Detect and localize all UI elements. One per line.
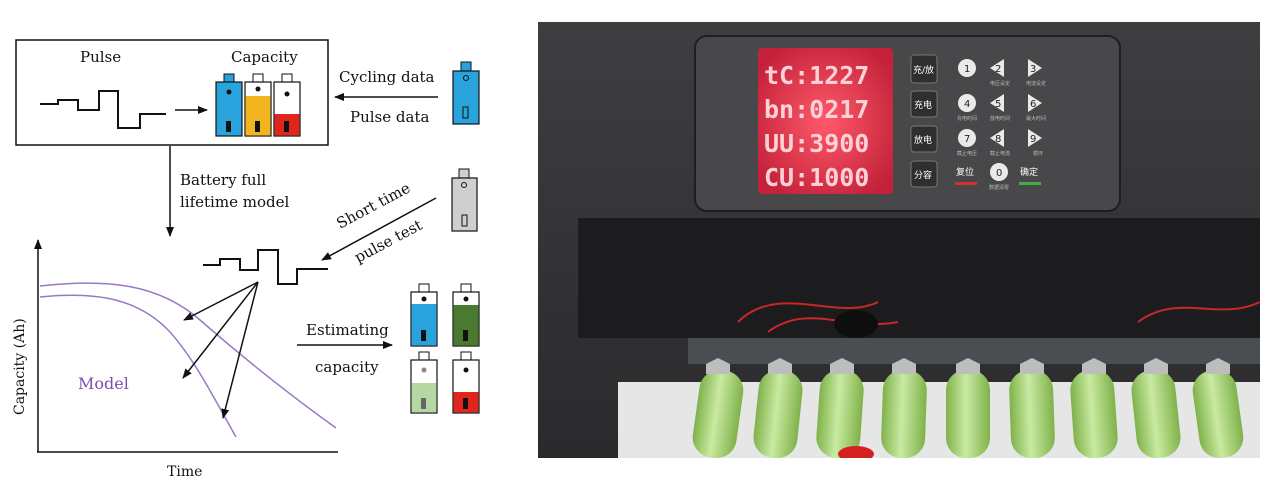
estimate-arrow-2	[183, 282, 258, 378]
capacity-word-label: capacity	[315, 358, 379, 376]
y-axis-label: Capacity (Ah)	[12, 318, 28, 415]
battery-yellow-half	[245, 74, 271, 136]
key-5-label: 5	[995, 99, 1001, 110]
discharge-button-label: 放电	[914, 134, 932, 146]
battery-blue-full	[216, 74, 242, 136]
lifetime-model-line1: Battery full	[180, 171, 266, 189]
cell-clamps	[706, 358, 1230, 374]
key-4-caption: 充电时间	[957, 115, 977, 122]
display-row-3: UU:3900	[764, 129, 869, 158]
test-battery-gray	[452, 169, 477, 231]
key-2-label: 2	[995, 64, 1001, 75]
estimating-label: Estimating	[306, 321, 389, 339]
model-curve-lower	[40, 295, 236, 437]
confirm-button[interactable]	[1019, 182, 1041, 185]
key-2-caption: 电压设定	[990, 80, 1010, 87]
pulse-data-label: Pulse data	[350, 108, 429, 126]
key-6-caption: 最大时间	[1026, 115, 1046, 122]
battery-cells	[690, 367, 1246, 458]
tester-illustration: tC:1227 bn:0217 UU:3900 CU:1000 充/放 充电 放…	[538, 22, 1260, 458]
pulse-waveform	[40, 91, 166, 128]
model-label: Model	[78, 374, 129, 393]
estimated-battery-dark-green	[453, 284, 479, 346]
lifetime-model-line2: lifetime model	[180, 193, 289, 211]
estimated-battery-light-green	[411, 352, 437, 413]
pulse-label: Pulse	[80, 48, 121, 66]
cycling-data-label: Cycling data	[339, 68, 435, 86]
battery-lifetime-diagram: Pulse Capacity Cycling data Pulse data B…	[0, 0, 535, 486]
confirm-label: 确定	[1020, 166, 1038, 178]
estimated-battery-blue	[411, 284, 437, 346]
capacity-grading-label: 分容	[914, 169, 932, 181]
key-7-label: 7	[964, 134, 970, 145]
estimate-arrow-1	[184, 282, 258, 320]
key-8-caption: 截止电流	[990, 150, 1010, 157]
charge-discharge-label: 充/放	[913, 64, 934, 76]
key-3-label: 3	[1030, 64, 1036, 75]
battery-red-low	[274, 74, 300, 136]
charge-button-label: 充电	[914, 99, 932, 111]
x-axis-label: Time	[167, 464, 202, 480]
key-1-label: 1	[964, 64, 970, 75]
key-7-caption: 截止电压	[957, 150, 977, 157]
tray-rail	[688, 338, 1260, 364]
key-3-caption: 电流设定	[1026, 80, 1046, 87]
chamber-interior	[578, 218, 1260, 338]
battery-tester-photo: tC:1227 bn:0217 UU:3900 CU:1000 充/放 充电 放…	[538, 22, 1260, 458]
key-4-label: 4	[964, 99, 970, 110]
key-0-caption: 数据清零	[989, 184, 1009, 191]
estimated-battery-red	[453, 352, 479, 413]
key-9-caption: 循环	[1033, 150, 1043, 157]
source-battery-blue	[453, 62, 479, 124]
estimate-arrow-3	[223, 282, 258, 418]
capacity-label: Capacity	[231, 48, 298, 66]
reset-button[interactable]	[955, 182, 977, 185]
key-5-caption: 放电时间	[990, 115, 1010, 122]
display-row-1: tC:1227	[764, 61, 869, 90]
display-row-4: CU:1000	[764, 163, 869, 192]
key-6-label: 6	[1030, 99, 1036, 110]
key-8-label: 8	[995, 134, 1001, 145]
display-row-2: bn:0217	[764, 95, 869, 124]
reset-label: 复位	[956, 166, 974, 178]
short-pulse-waveform	[203, 250, 328, 284]
probe-clip	[834, 310, 878, 338]
key-0-label: 0	[996, 168, 1002, 179]
key-9-label: 9	[1030, 134, 1036, 145]
